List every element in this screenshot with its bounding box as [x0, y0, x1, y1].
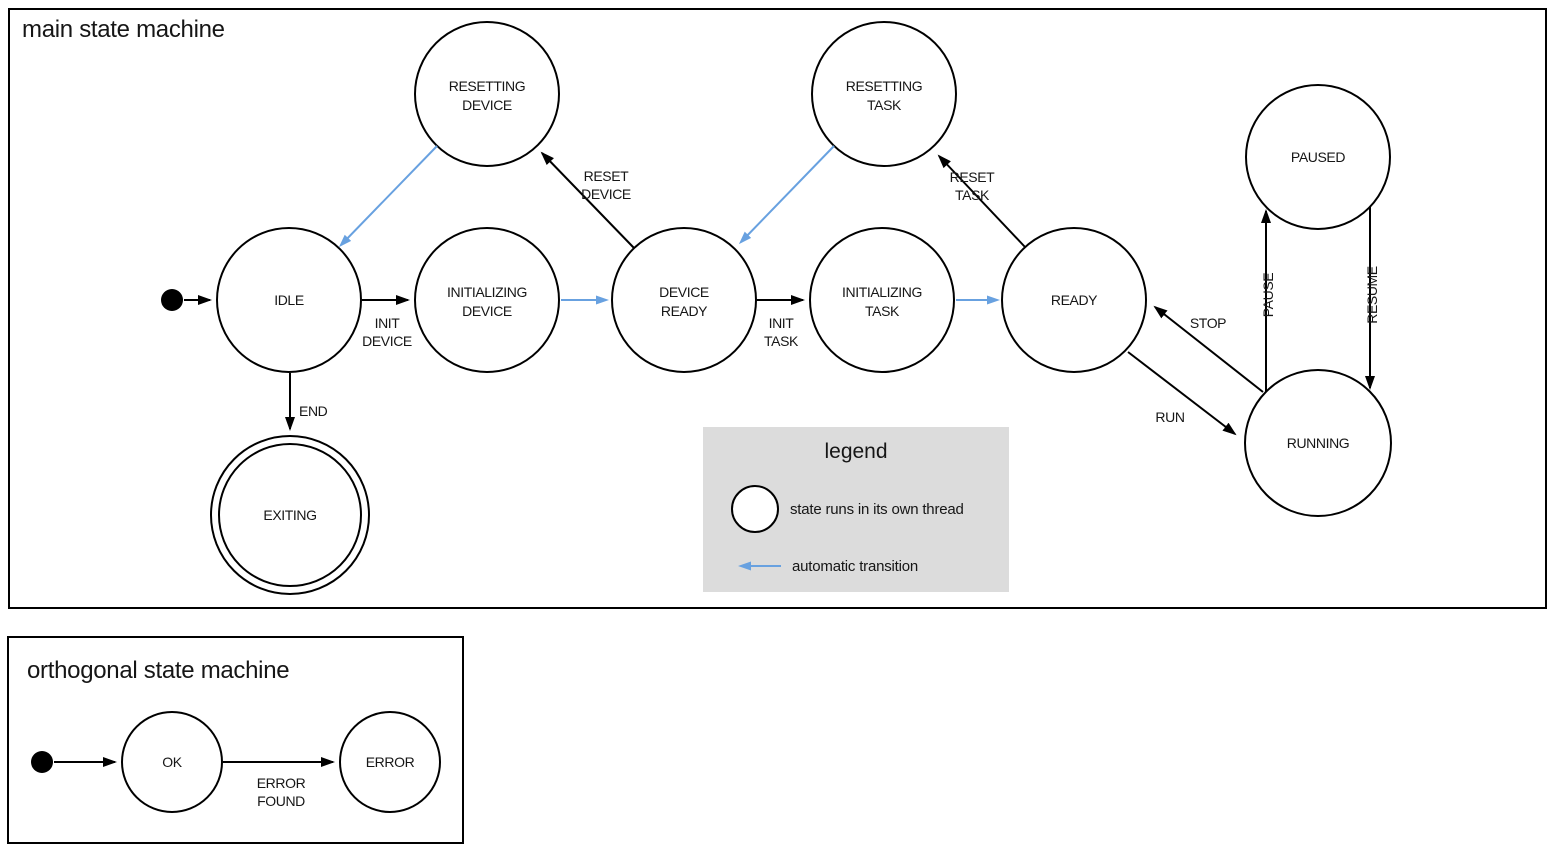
transition-reset-task-arrow [937, 154, 1026, 248]
state-resetting-device-circle [414, 21, 560, 167]
state-error-label: ERROR [366, 754, 415, 770]
state-initializing-device-circle [414, 227, 560, 373]
state-resetting-task-label-line2: TASK [867, 97, 902, 113]
legend-threaded-state-label: state runs in its own thread [790, 501, 964, 518]
state-ok-circle [121, 711, 223, 813]
state-running-circle [1244, 369, 1392, 517]
state-resetting-device-label-line2: DEVICE [462, 97, 512, 113]
state-paused-label: PAUSED [1291, 149, 1345, 165]
transition-stop-arrow [1153, 305, 1264, 393]
state-ready-label: READY [1051, 292, 1098, 308]
state-idle-circle [216, 227, 362, 373]
state-device-ready-label-line2: READY [661, 303, 708, 319]
transition-resume-label: RESUME [1364, 266, 1380, 324]
transition-run-label: RUN [1155, 409, 1184, 425]
orthogonal-panel-title: orthogonal state machine [27, 657, 289, 684]
state-initializing-task-label-line1: INITIALIZING [842, 284, 922, 300]
transition-stop-label: STOP [1190, 315, 1226, 331]
transition-init-task-label-line1: INIT [769, 315, 795, 331]
auto-transition-resetting-task-to-device-ready-arrow [738, 145, 835, 245]
auto-transition-resetting-device-to-idle-arrow [338, 145, 438, 248]
state-initializing-device-label-line2: DEVICE [462, 303, 512, 319]
transition-reset-device-label-line1: RESET [584, 168, 630, 184]
transition-end-label: END [299, 403, 328, 419]
state-exiting-circle [218, 443, 362, 587]
state-device-ready-circle [611, 227, 757, 373]
state-running-label: RUNNING [1287, 435, 1350, 451]
orthogonal-state-machine-panel [7, 636, 464, 844]
legend-title: legend [824, 440, 887, 463]
transition-init-device-label-line2: DEVICE [362, 333, 412, 349]
main-panel-title: main state machine [22, 16, 225, 43]
state-initializing-device-label-line1: INITIALIZING [447, 284, 527, 300]
transition-init-device-label-line1: INIT [375, 315, 401, 331]
state-resetting-task-label-line1: RESETTING [846, 78, 923, 94]
transition-reset-task-label-line1: RESET [950, 169, 996, 185]
transition-init-task-label-line2: TASK [764, 333, 799, 349]
state-ready-circle [1001, 227, 1147, 373]
state-initializing-task-circle [809, 227, 955, 373]
state-idle-label: IDLE [274, 292, 304, 308]
state-error-circle [339, 711, 441, 813]
state-paused-circle [1245, 84, 1391, 230]
transition-reset-device-arrow [540, 151, 635, 249]
state-resetting-device-label-line1: RESETTING [449, 78, 526, 94]
transition-reset-device-label-line2: DEVICE [581, 186, 631, 202]
legend-auto-transition-label: automatic transition [792, 558, 918, 575]
main-state-machine-panel [8, 8, 1547, 609]
transition-error-found-label-line2: FOUND [257, 793, 305, 809]
state-exiting-label: EXITING [263, 507, 316, 523]
state-ok-label: OK [162, 754, 182, 770]
state-device-ready-label-line1: DEVICE [659, 284, 709, 300]
transition-run-arrow [1127, 351, 1237, 436]
state-resetting-task-circle [811, 21, 957, 167]
transition-pause-label: PAUSE [1260, 273, 1276, 317]
transition-error-found-label-line1: ERROR [257, 775, 306, 791]
legend-threaded-state-swatch-icon [731, 485, 779, 533]
state-initializing-task-label-line2: TASK [865, 303, 900, 319]
initial-state-dot [161, 289, 183, 311]
transition-reset-task-label-line2: TASK [955, 187, 990, 203]
orthogonal-initial-state-dot [31, 751, 53, 773]
